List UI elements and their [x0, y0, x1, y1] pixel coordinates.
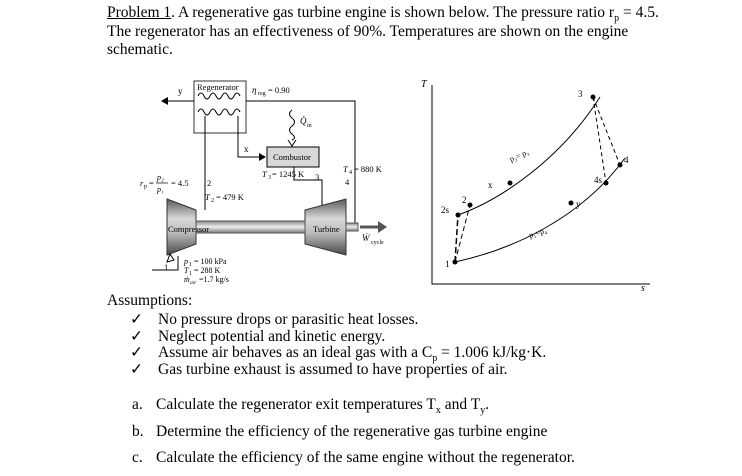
svg-text:p: p: [144, 184, 147, 190]
svg-text:η: η: [252, 85, 257, 95]
engine-figure: Regenerator η reg = 0.90 Q̇ in Combustor…: [140, 79, 650, 294]
state-4s-point: [603, 180, 609, 186]
assumptions-list: ✓No pressure drops or parasitic heat los…: [130, 311, 547, 378]
t1-value: = 288 K: [194, 266, 221, 275]
svg-text:x: x: [488, 180, 493, 190]
regenerator-box: [193, 80, 247, 134]
isobar-high: [457, 96, 601, 216]
t4-value: = 880 K: [354, 164, 383, 174]
ts-axes: [431, 85, 650, 285]
svg-text:p: p: [183, 257, 188, 266]
state-1-point: [452, 259, 458, 265]
svg-text:Q̇: Q̇: [300, 116, 307, 126]
t2-value: = 479 K: [216, 192, 245, 202]
svg-text:T: T: [184, 266, 189, 275]
rp-value: = 4.5: [171, 178, 189, 188]
state-2-point: [467, 202, 473, 208]
question-c: c.Calculate the efficiency of the same e…: [132, 449, 575, 466]
svg-text:2: 2: [207, 178, 211, 188]
eta-reg-value: = 0.90: [268, 85, 290, 95]
svg-text:4s: 4s: [594, 175, 603, 185]
ts-state-points: [452, 94, 623, 265]
compressor-shape: [166, 198, 197, 256]
svg-text:Ẇ: Ẇ: [362, 233, 371, 243]
svg-text:p₂: p₂: [156, 173, 164, 182]
svg-text:2s: 2s: [441, 205, 450, 215]
s-axis-label: s: [641, 283, 645, 294]
assumption-item: ✓No pressure drops or parasitic heat los…: [130, 311, 419, 328]
statement-line-1: Problem 1. A regenerative gas turbine en…: [107, 4, 659, 25]
problem-label: Problem 1: [107, 4, 172, 21]
combustor-label: Combustor: [273, 152, 311, 162]
questions-list: a.Calculate the regenerator exit tempera…: [132, 396, 575, 476]
svg-text:1: 1: [189, 262, 192, 268]
engine-schematic: [152, 80, 387, 271]
state-3-point: [590, 94, 596, 100]
svg-text:T: T: [205, 192, 211, 202]
check-icon: ✓: [130, 327, 143, 345]
svg-text:p₁: p₁: [156, 185, 164, 194]
statement-line-2: The regenerator has an effectiveness of …: [107, 22, 629, 40]
svg-text:air: air: [190, 280, 197, 286]
svg-text:=: =: [149, 178, 154, 188]
regenerator-label: Regenerator: [197, 82, 239, 92]
state-y-label: y: [178, 86, 183, 96]
check-icon: ✓: [130, 360, 143, 378]
svg-text:4: 4: [345, 177, 350, 187]
ts-diagram: T s p₂= p₃ p₁=p₄ 1 2s 2 x 3 4: [421, 79, 650, 294]
svg-text:1: 1: [445, 259, 450, 269]
check-icon: ✓: [130, 344, 143, 361]
state-4-point: [617, 162, 623, 168]
svg-text:3: 3: [315, 172, 319, 182]
svg-text:4: 4: [624, 155, 629, 165]
svg-text:T: T: [262, 169, 268, 179]
assumption-item: ✓Assume air behaves as an ideal gas with…: [130, 344, 547, 365]
regenerator-coil-bottom: [197, 108, 241, 116]
svg-text:2: 2: [211, 198, 214, 204]
compressor-label: Compressor: [168, 224, 209, 234]
t-axis-label: T: [421, 79, 428, 90]
combustor-box: [266, 146, 320, 168]
isobar-low-label: p₁=p₄: [528, 226, 548, 240]
svg-text:r: r: [140, 178, 144, 188]
statement-line-3: schematic.: [107, 41, 173, 58]
state-x-point: [507, 180, 513, 186]
svg-text:1: 1: [189, 271, 192, 277]
assumption-item: ✓Gas turbine exhaust is assumed to have …: [130, 360, 508, 378]
svg-text:reg: reg: [258, 91, 266, 97]
regenerator-coil-top: [197, 92, 241, 100]
shaft: [195, 220, 306, 234]
svg-text:3: 3: [578, 89, 583, 99]
ts-state-labels: 1 2s 2 x 3 4 4s y: [441, 89, 629, 269]
svg-text:3: 3: [268, 175, 271, 181]
question-a: a.Calculate the regenerator exit tempera…: [132, 396, 490, 417]
turbine-label: Turbine: [313, 224, 340, 234]
svg-text:y: y: [576, 199, 581, 209]
check-icon: ✓: [130, 311, 143, 328]
svg-text:2: 2: [462, 195, 467, 205]
state-y-point: [568, 200, 574, 206]
state-x-label: x: [244, 144, 249, 154]
question-b: b.Determine the efficiency of the regene…: [132, 422, 548, 440]
schematic-labels: Regenerator η reg = 0.90 Q̇ in Combustor…: [140, 82, 384, 286]
assumption-item: ✓Neglect potential and kinetic energy.: [130, 327, 386, 345]
problem-statement: Problem 1. A regenerative gas turbine en…: [107, 4, 737, 60]
isobar-high-label: p₂= p₃: [508, 147, 530, 163]
w-cycle-label: cycle: [371, 240, 384, 246]
m-air-value: =1.7 kg/s: [199, 275, 229, 284]
q-in-label: in: [307, 123, 312, 129]
isobar-low: [454, 157, 626, 263]
heat-input-arrow: [289, 109, 295, 141]
svg-text:1: 1: [164, 262, 168, 272]
state-2s-point: [455, 212, 461, 218]
t3-value: = 1245 K: [272, 169, 305, 179]
p1-value: = 100 kPa: [194, 257, 227, 266]
assumptions-title: Assumptions:: [107, 292, 193, 309]
svg-text:ṁ: ṁ: [184, 275, 190, 284]
svg-text:4: 4: [349, 170, 352, 176]
svg-text:T: T: [343, 164, 349, 174]
